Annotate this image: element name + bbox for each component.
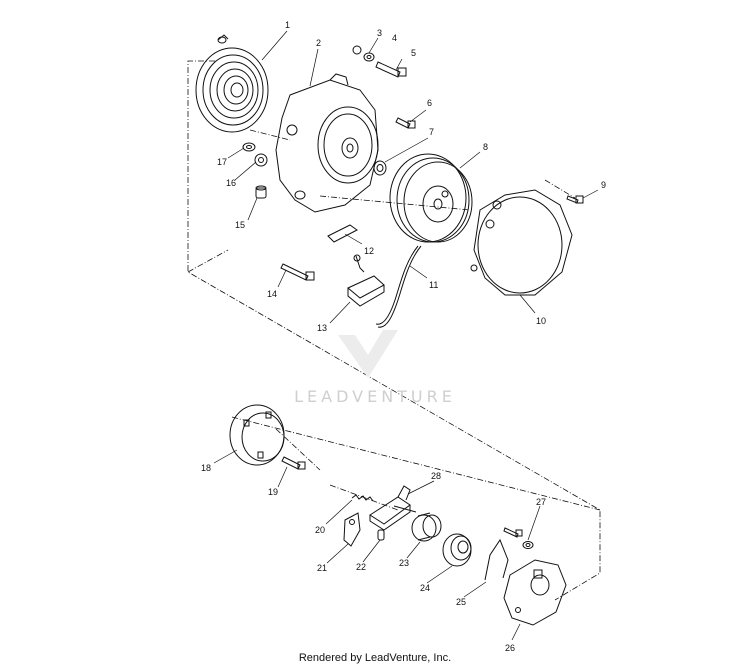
callout-3: 3 — [377, 28, 382, 38]
part-screw-9 — [566, 195, 584, 204]
callout-10: 10 — [536, 316, 546, 326]
callout-23: 23 — [399, 558, 409, 568]
callout-27: 27 — [536, 497, 546, 507]
part-pulley — [389, 153, 473, 243]
callout-14: 14 — [267, 289, 277, 299]
watermark-text: LEADVENTURE — [294, 387, 456, 406]
part-screw-27 — [503, 527, 534, 549]
callout-6: 6 — [427, 98, 432, 108]
leader-lines — [213, 30, 599, 641]
callout-4: 4 — [392, 33, 397, 43]
callout-24: 24 — [420, 583, 430, 593]
part-small-spring — [351, 494, 374, 502]
callout-9: 9 — [601, 180, 606, 190]
callout-28: 28 — [431, 471, 441, 481]
callout-8: 8 — [483, 142, 488, 152]
part-mounting-plate — [503, 559, 567, 626]
callout-1: 1 — [285, 20, 290, 30]
callout-2: 2 — [316, 38, 321, 48]
assembly-outline — [187, 60, 601, 601]
part-return-spring — [484, 538, 509, 581]
part-friction-plate — [442, 533, 472, 567]
part-pawl-bracket — [369, 485, 417, 531]
callout-numbers: 1 2 3 4 5 6 7 8 9 10 11 12 13 14 15 16 1… — [201, 20, 606, 653]
callout-25: 25 — [456, 597, 466, 607]
callout-20: 20 — [315, 525, 325, 535]
part-bolt-14 — [280, 263, 315, 281]
callout-21: 21 — [317, 563, 327, 573]
callout-5: 5 — [411, 48, 416, 58]
part-pin — [377, 529, 385, 541]
callout-16: 16 — [226, 178, 236, 188]
part-washer-17 — [242, 142, 256, 152]
callout-7: 7 — [429, 127, 434, 137]
footer-credit: Rendered by LeadVenture, Inc. — [298, 652, 452, 664]
part-handle — [347, 254, 385, 307]
part-washer-top — [363, 52, 375, 62]
callout-15: 15 — [235, 220, 245, 230]
part-bolt-6 — [395, 117, 416, 129]
part-cover — [470, 189, 573, 296]
callout-18: 18 — [201, 463, 211, 473]
part-nut — [352, 45, 362, 55]
callout-12: 12 — [364, 246, 374, 256]
callout-22: 22 — [356, 562, 366, 572]
part-long-bolt — [375, 61, 407, 78]
callout-19: 19 — [268, 487, 278, 497]
part-bolt-19 — [281, 456, 306, 470]
part-washer-7 — [373, 160, 387, 176]
callout-26: 26 — [505, 643, 515, 653]
part-rope — [375, 245, 422, 328]
part-cam — [411, 512, 442, 542]
part-handle-insert — [327, 224, 358, 243]
callout-11: 11 — [429, 280, 438, 290]
part-bushing — [255, 185, 267, 199]
callout-13: 13 — [317, 323, 327, 333]
callout-17: 17 — [217, 157, 227, 167]
part-pawl — [343, 512, 361, 547]
part-nut-16 — [254, 153, 268, 167]
part-recoil-spring — [195, 34, 269, 133]
watermark: LEADVENTURE — [294, 330, 456, 406]
part-starter-housing — [275, 73, 379, 213]
part-ratchet-cup — [229, 404, 285, 466]
